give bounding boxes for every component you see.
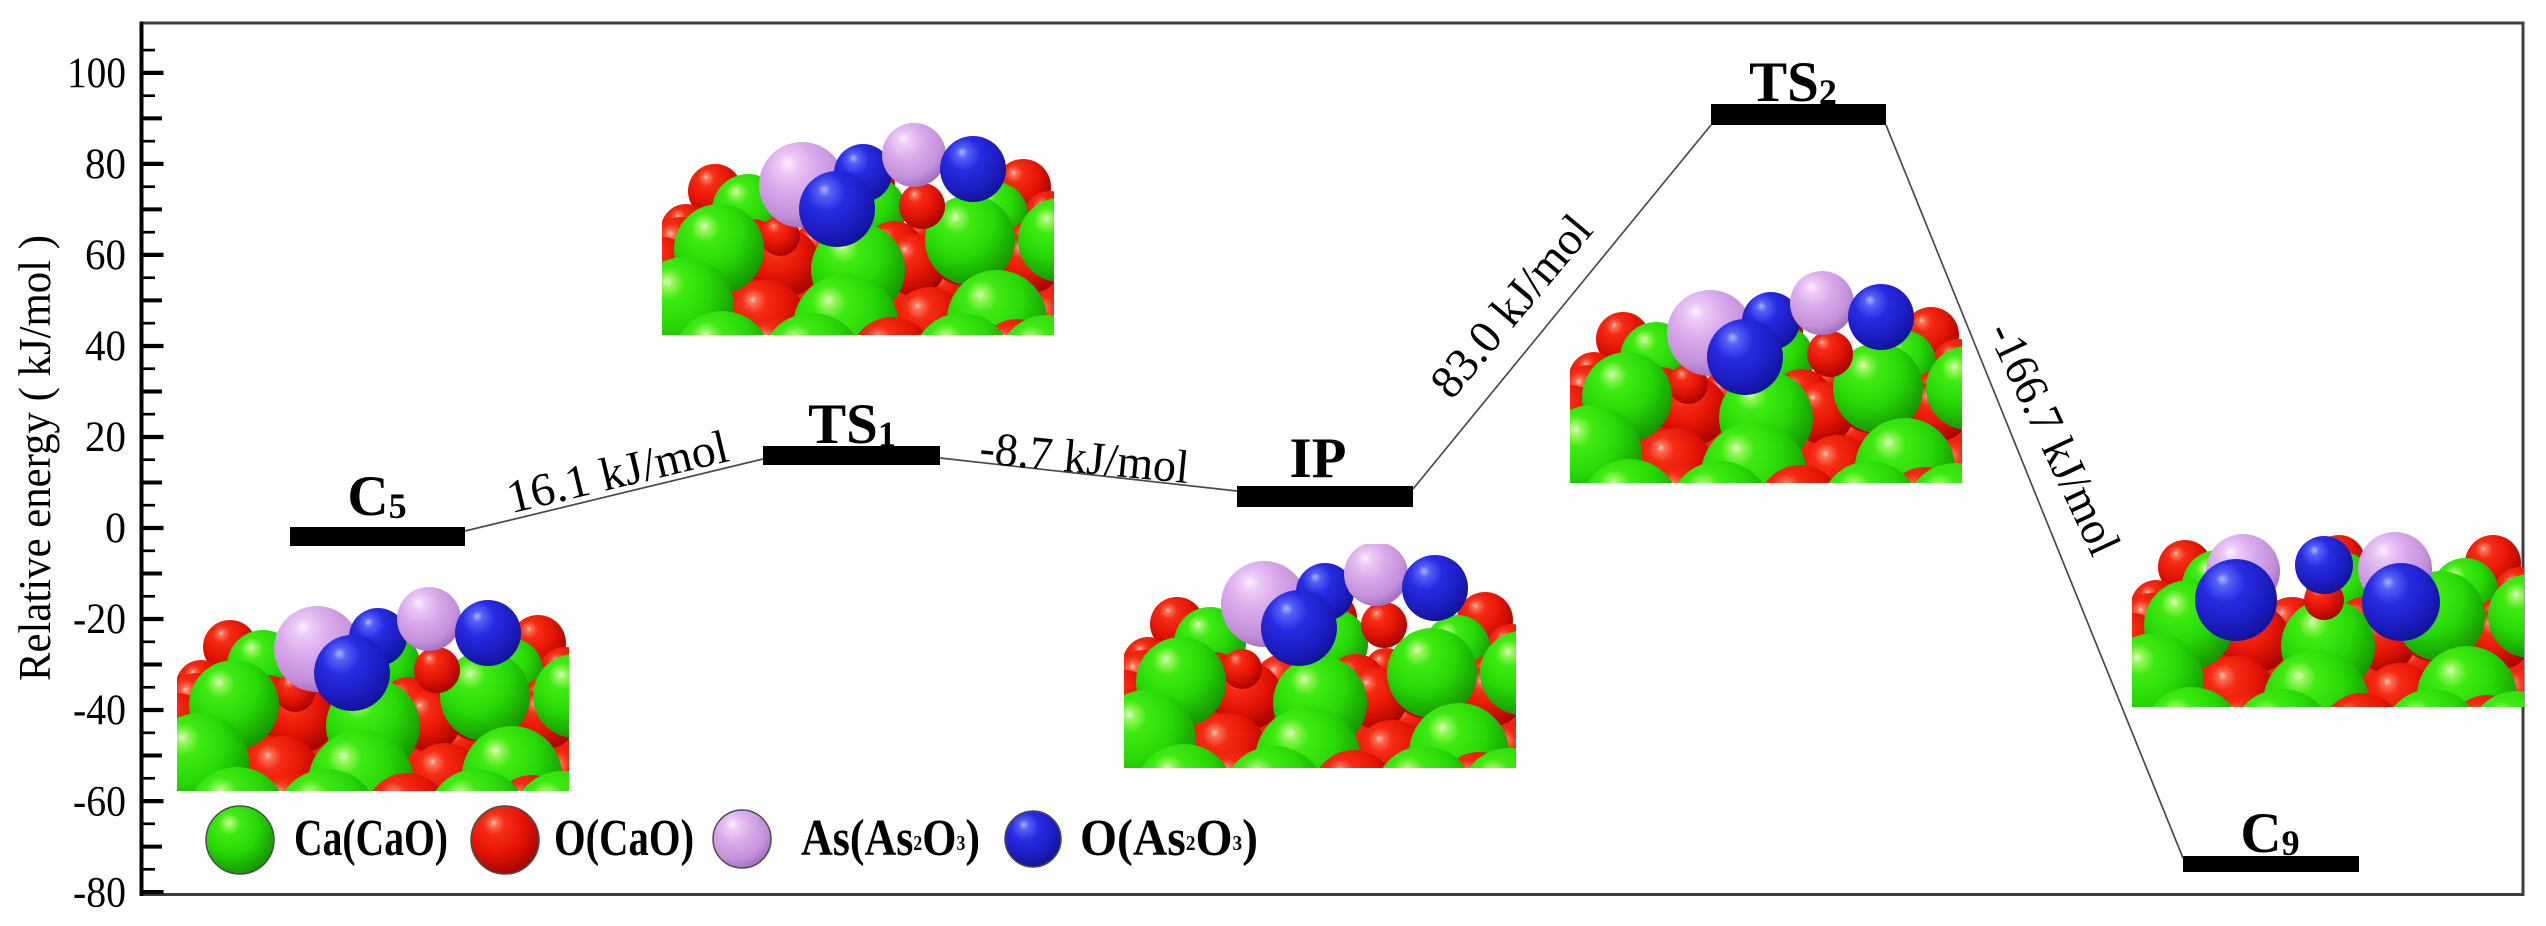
svg-text:80: 80 bbox=[85, 141, 126, 188]
svg-text:As(As2O3): As(As2O3) bbox=[801, 810, 980, 867]
svg-text:Ca(CaO): Ca(CaO) bbox=[294, 810, 448, 867]
svg-text:-40: -40 bbox=[73, 687, 126, 734]
svg-text:Relative energy ( kJ/mol ): Relative energy ( kJ/mol ) bbox=[9, 235, 60, 681]
svg-text:-20: -20 bbox=[73, 596, 126, 643]
svg-text:20: 20 bbox=[85, 414, 126, 461]
svg-text:60: 60 bbox=[85, 232, 126, 279]
svg-text:O(As2O3): O(As2O3) bbox=[1080, 810, 1258, 867]
svg-text:O(CaO): O(CaO) bbox=[554, 810, 694, 867]
svg-text:40: 40 bbox=[85, 323, 126, 370]
svg-text:-80: -80 bbox=[73, 869, 126, 916]
svg-text:-60: -60 bbox=[73, 778, 126, 825]
svg-text:IP: IP bbox=[1290, 427, 1347, 490]
svg-text:100: 100 bbox=[67, 50, 126, 97]
svg-text:0: 0 bbox=[105, 505, 126, 552]
